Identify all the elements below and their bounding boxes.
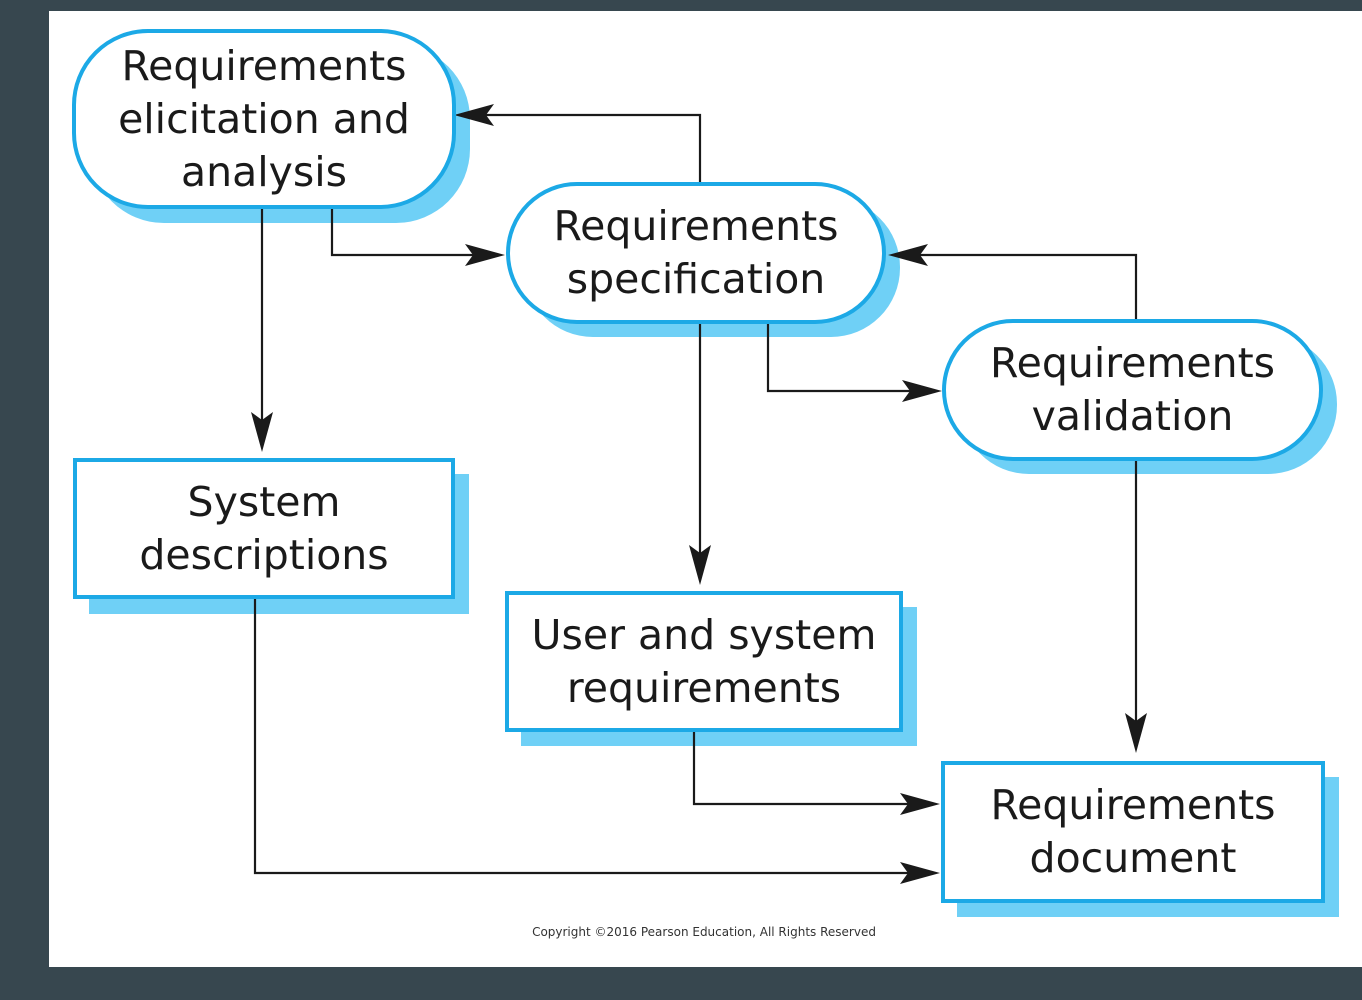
specification-node xyxy=(506,182,886,324)
elicitation-node xyxy=(72,29,456,209)
spec-to-elicitation-arrowhead xyxy=(454,104,494,126)
spec-to-validation-connector xyxy=(766,324,916,393)
elicitation-to-spec-connector xyxy=(330,206,479,257)
elicitation-to-spec-arrowhead xyxy=(465,244,505,266)
diagram-graphics xyxy=(72,29,1339,917)
system-descriptions-node-label: System descriptions xyxy=(139,477,389,579)
validation-to-document-arrowhead xyxy=(1125,713,1147,753)
elicitation-to-system-descriptions-arrowhead xyxy=(251,412,273,452)
specification-node-label: Requirements specification xyxy=(553,202,839,303)
system-descriptions-node xyxy=(73,458,455,599)
user-system-requirements-to-document-arrowhead xyxy=(900,793,940,815)
system-descriptions-to-document-arrowhead xyxy=(900,862,940,884)
validation-node-label: Requirements validation xyxy=(989,339,1276,440)
copyright-notice: Copyright ©2016 Pearson Education, All R… xyxy=(532,925,876,939)
diagram-canvas: Requirements elicitation and analysis Re… xyxy=(49,11,1362,967)
spec-to-user-system-requirements-arrowhead xyxy=(689,545,711,585)
user-system-requirements-node-label: User and system requirements xyxy=(531,610,877,712)
system-descriptions-to-document-connector xyxy=(253,595,914,875)
requirements-document-node-label: Requirements document xyxy=(990,781,1276,882)
elicitation-node-label: Requirements elicitation and analysis xyxy=(118,41,410,196)
requirements-document-node xyxy=(941,761,1325,903)
user-system-requirements-to-document-connector xyxy=(692,729,914,806)
spec-to-validation-arrowhead xyxy=(902,380,942,402)
user-system-requirements-node xyxy=(505,591,903,732)
validation-to-spec-arrowhead xyxy=(888,244,928,266)
validation-to-spec-connector xyxy=(915,253,1138,319)
spec-to-elicitation-connector xyxy=(481,113,702,182)
validation-node xyxy=(942,319,1323,461)
